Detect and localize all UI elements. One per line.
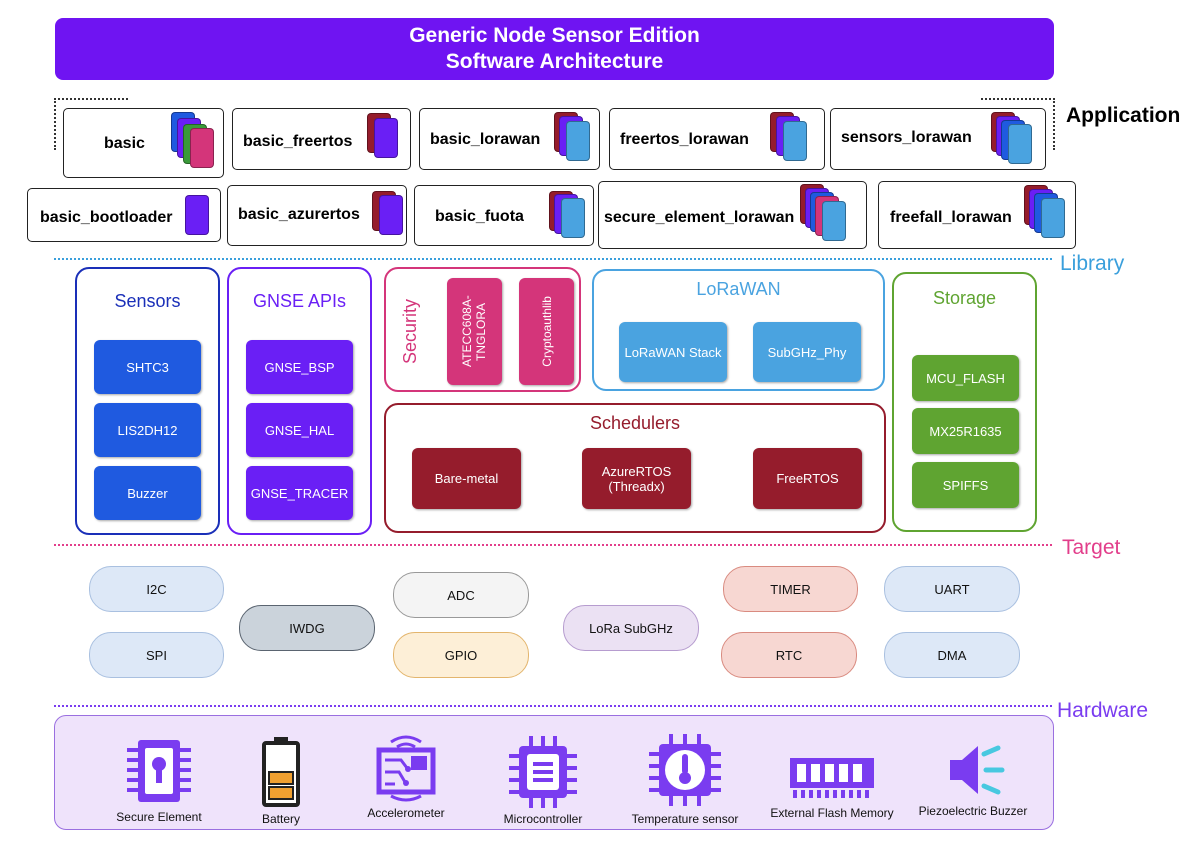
title-banner: Generic Node Sensor Edition Software Arc… <box>55 18 1054 80</box>
sensors-title: Sensors <box>114 291 181 311</box>
schedulers-group: Schedulers Bare-metal AzureRTOS (Threadx… <box>384 403 886 533</box>
hw-label: Piezoelectric Buzzer <box>918 804 1028 818</box>
app-name: freefall_lorawan <box>890 209 1012 226</box>
lib-mx25r1635[interactable]: MX25R1635 <box>912 408 1019 454</box>
app-name: basic_azurertos <box>238 206 360 223</box>
target-spi[interactable]: SPI <box>89 632 224 678</box>
app-secure-element-lorawan[interactable]: secure_element_lorawan <box>598 181 867 249</box>
lorawan-group: LoRaWAN LoRaWAN Stack SubGHz_Phy <box>592 269 885 391</box>
target-lora-subghz[interactable]: LoRa SubGHz <box>563 605 699 651</box>
storage-group: Storage MCU_FLASH MX25R1635 SPIFFS <box>892 272 1037 532</box>
hw-label: Temperature sensor <box>631 812 739 826</box>
battery-icon <box>262 737 300 807</box>
microcontroller-icon <box>509 736 577 808</box>
app-name: basic_bootloader <box>40 209 173 226</box>
lorawan-title: LoRaWAN <box>696 279 781 299</box>
gnse-apis-title: GNSE APIs <box>252 291 347 311</box>
app-basic[interactable]: basic <box>63 108 224 178</box>
lib-lorawan-stack[interactable]: LoRaWAN Stack <box>619 322 727 382</box>
app-freefall-lorawan[interactable]: freefall_lorawan <box>878 181 1076 249</box>
security-group: Security ATECC608A-TNGLORA Cryptoauthlib <box>384 267 581 392</box>
lib-spiffs[interactable]: SPIFFS <box>912 462 1019 508</box>
app-basic-bootloader[interactable]: basic_bootloader <box>27 188 221 242</box>
library-separator <box>54 258 1052 260</box>
app-name: freertos_lorawan <box>620 131 749 148</box>
hw-battery: Battery <box>241 736 321 826</box>
app-freertos-lorawan[interactable]: freertos_lorawan <box>609 108 825 170</box>
lib-mcu-flash[interactable]: MCU_FLASH <box>912 355 1019 401</box>
target-gpio[interactable]: GPIO <box>393 632 529 678</box>
app-name: basic_lorawan <box>430 131 541 148</box>
temperature-sensor-icon <box>649 734 721 806</box>
hw-label: Accelerometer <box>367 806 445 820</box>
app-basic-lorawan[interactable]: basic_lorawan <box>419 108 600 170</box>
hw-temperature-sensor: Temperature sensor <box>625 732 745 826</box>
app-name: basic <box>104 135 145 152</box>
target-adc[interactable]: ADC <box>393 572 529 618</box>
application-bracket <box>54 98 1055 150</box>
target-timer[interactable]: TIMER <box>723 566 858 612</box>
layer-label-application: Application <box>1066 104 1181 127</box>
secure-element-icon <box>127 740 191 802</box>
target-dma[interactable]: DMA <box>884 632 1020 678</box>
hw-label: Microcontroller <box>503 812 583 826</box>
lib-lis2dh12[interactable]: LIS2DH12 <box>94 403 201 457</box>
hw-piezo-buzzer: Piezoelectric Buzzer <box>903 740 1043 818</box>
lib-bare-metal[interactable]: Bare-metal <box>412 448 521 509</box>
lib-shtc3[interactable]: SHTC3 <box>94 340 201 394</box>
buzzer-icon <box>950 745 1005 795</box>
sensors-group: Sensors SHTC3 LIS2DH12 Buzzer <box>75 267 220 535</box>
app-name: basic_fuota <box>435 208 524 225</box>
target-uart[interactable]: UART <box>884 566 1020 612</box>
schedulers-title: Schedulers <box>589 413 681 433</box>
app-sensors-lorawan[interactable]: sensors_lorawan <box>830 108 1046 170</box>
hw-secure-element: Secure Element <box>99 736 219 824</box>
lib-gnse-bsp[interactable]: GNSE_BSP <box>246 340 353 394</box>
target-rtc[interactable]: RTC <box>721 632 857 678</box>
hw-external-flash: External Flash Memory <box>767 752 897 820</box>
hw-accelerometer: Accelerometer <box>351 732 461 820</box>
lib-atecc608a[interactable]: ATECC608A-TNGLORA <box>447 278 502 385</box>
security-title: Security <box>400 299 420 365</box>
storage-title: Storage <box>932 288 997 308</box>
lib-buzzer[interactable]: Buzzer <box>94 466 201 520</box>
hardware-separator <box>54 705 1052 707</box>
lib-subghz-phy[interactable]: SubGHz_Phy <box>753 322 861 382</box>
app-basic-azurertos[interactable]: basic_azurertos <box>227 185 407 246</box>
app-name: basic_freertos <box>243 133 353 150</box>
lib-cryptoauthlib[interactable]: Cryptoauthlib <box>519 278 574 385</box>
lib-freertos[interactable]: FreeRTOS <box>753 448 862 509</box>
hw-microcontroller: Microcontroller <box>488 736 598 826</box>
hw-label: External Flash Memory <box>770 806 894 820</box>
layer-label-hardware: Hardware <box>1057 699 1149 722</box>
lib-gnse-hal[interactable]: GNSE_HAL <box>246 403 353 457</box>
gnse-apis-group: GNSE APIs GNSE_BSP GNSE_HAL GNSE_TRACER <box>227 267 372 535</box>
layer-label-target: Target <box>1062 536 1121 559</box>
target-i2c[interactable]: I2C <box>89 566 224 612</box>
target-iwdg[interactable]: IWDG <box>239 605 375 651</box>
hw-label: Battery <box>261 812 300 826</box>
app-name: sensors_lorawan <box>841 129 972 146</box>
title-line-1: Generic Node Sensor Edition <box>409 24 700 47</box>
layer-label-library: Library <box>1060 252 1125 275</box>
lib-azurertos[interactable]: AzureRTOS (Threadx) <box>582 448 691 509</box>
lib-gnse-tracer[interactable]: GNSE_TRACER <box>246 466 353 520</box>
external-flash-icon <box>790 758 874 798</box>
hardware-panel: Secure Element Battery Accelerometer <box>54 715 1054 830</box>
app-name: secure_element_lorawan <box>604 209 795 226</box>
app-basic-freertos[interactable]: basic_freertos <box>232 108 411 170</box>
accelerometer-icon <box>376 735 436 802</box>
app-basic-fuota[interactable]: basic_fuota <box>414 185 594 246</box>
hw-label: Secure Element <box>116 810 202 824</box>
title-line-2: Software Architecture <box>445 50 664 73</box>
target-separator <box>54 544 1052 546</box>
